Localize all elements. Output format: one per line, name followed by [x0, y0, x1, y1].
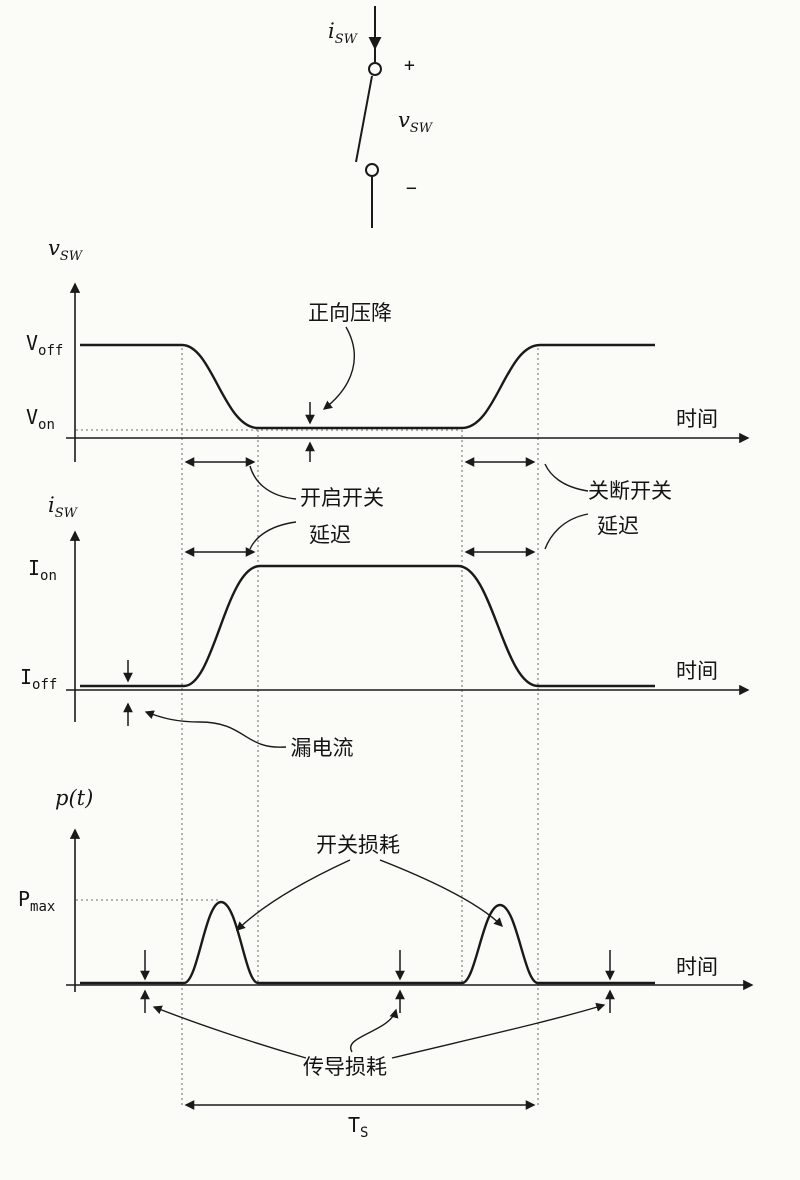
period-label: TS	[348, 1113, 368, 1141]
power-time-label: 时间	[676, 955, 718, 979]
forward-drop-leader	[322, 326, 355, 410]
turn-off-delay-leader-lower	[544, 513, 589, 550]
switch-top-contact	[368, 62, 382, 76]
current-time-label: 时间	[676, 659, 718, 683]
conduction-leader-right	[391, 1002, 606, 1059]
conduction-leader-left	[152, 1005, 307, 1059]
switching-loss-leader-left	[236, 859, 351, 931]
switch-bottom-contact	[365, 163, 379, 177]
turn-on-delay-label-line1: 开启开关	[300, 486, 384, 510]
voltage-time-label: 时间	[676, 407, 718, 431]
turn-off-delay-leader-upper	[544, 463, 589, 492]
turn-off-delay-label-line1: 关断开关	[588, 479, 672, 503]
conduction-loss-label: 传导损耗	[303, 1055, 387, 1079]
v-off-label: Voff	[26, 331, 63, 359]
turn-on-delay-leader-upper	[249, 465, 297, 500]
current-axis-label: iSW	[48, 493, 79, 521]
voltage-plot: vSW 时间 Voff Von 正向压降	[26, 236, 750, 462]
forward-drop-label: 正向压降	[308, 301, 392, 325]
switching-loss-leader-right	[379, 859, 503, 927]
current-plot: iSW 时间 Ion Ioff 漏电流	[20, 493, 750, 760]
p-max-label: Pmax	[18, 887, 55, 915]
power-waveform	[80, 900, 655, 985]
conduction-leader-mid	[349, 1008, 399, 1053]
voltage-waveform	[80, 343, 655, 430]
turn-off-delay-label-line2: 延迟	[597, 514, 639, 538]
power-plot: p(t) 时间 Pmax 开关损耗 传导损耗 TS	[18, 786, 754, 1141]
switch-voltage-label: vSW	[398, 108, 434, 136]
v-on-label: Von	[26, 405, 55, 433]
i-on-label: Ion	[28, 556, 57, 584]
timing-guides	[181, 348, 539, 1105]
leakage-label: 漏电流	[291, 736, 354, 760]
current-waveform	[80, 564, 655, 688]
minus-terminal-label: −	[406, 178, 417, 199]
power-axis-label: p(t)	[55, 786, 93, 810]
leakage-leader	[144, 710, 287, 748]
turn-on-delay-label-line2: 延迟	[309, 523, 351, 547]
switch-blade	[355, 75, 373, 163]
turn-on-delay-leader-lower	[249, 521, 297, 550]
plus-terminal-label: +	[404, 55, 415, 76]
switching-loss-label: 开关损耗	[316, 833, 400, 857]
delay-annotations: 开启开关 延迟 关断开关 延迟	[184, 457, 672, 557]
switch-symbol: iSW + vSW −	[328, 6, 434, 228]
voltage-axis-label: vSW	[48, 236, 84, 264]
conduction-loss-markers	[140, 950, 615, 1013]
switch-current-label: iSW	[328, 19, 359, 47]
i-off-label: Ioff	[20, 665, 57, 693]
